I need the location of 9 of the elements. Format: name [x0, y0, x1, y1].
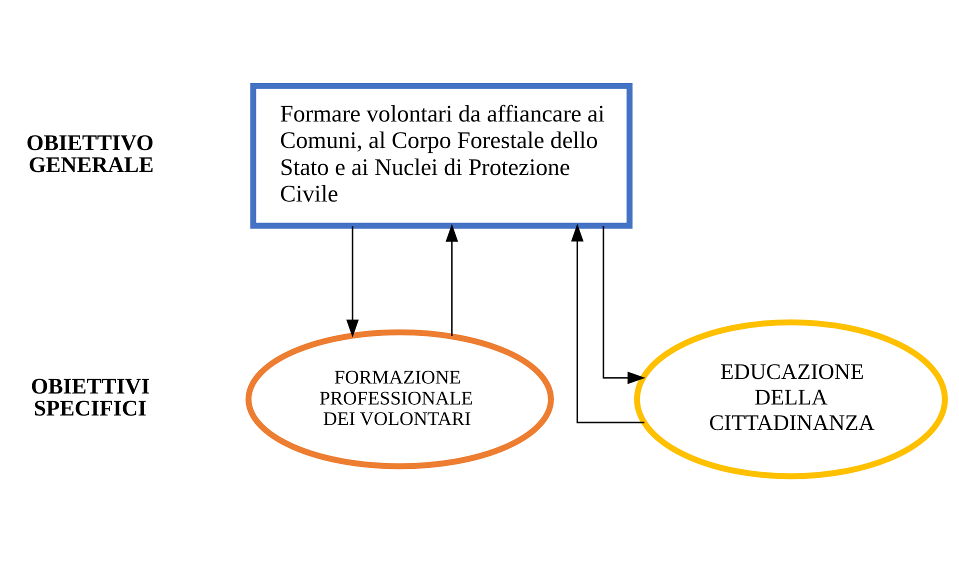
arrow: [571, 224, 644, 424]
label: OBIETTIVO GENERALE: [26, 130, 154, 178]
label: OBIETTIVI SPECIFICI: [30, 373, 150, 421]
node-ellipse: FORMAZIONE PROFESSIONALE DEI VOLONTARI: [246, 329, 554, 470]
node-ellipse: EDUCAZIONE DELLA CITTADINANZA: [634, 319, 948, 480]
arrow: [602, 226, 646, 384]
node-box: Formare volontari da affiancare ai Comuni, al Corpo Forestale dello Stato e ai Nuclei di Protezione Civile: [250, 82, 633, 229]
arrow: [346, 226, 359, 338]
arrow: [446, 224, 458, 336]
